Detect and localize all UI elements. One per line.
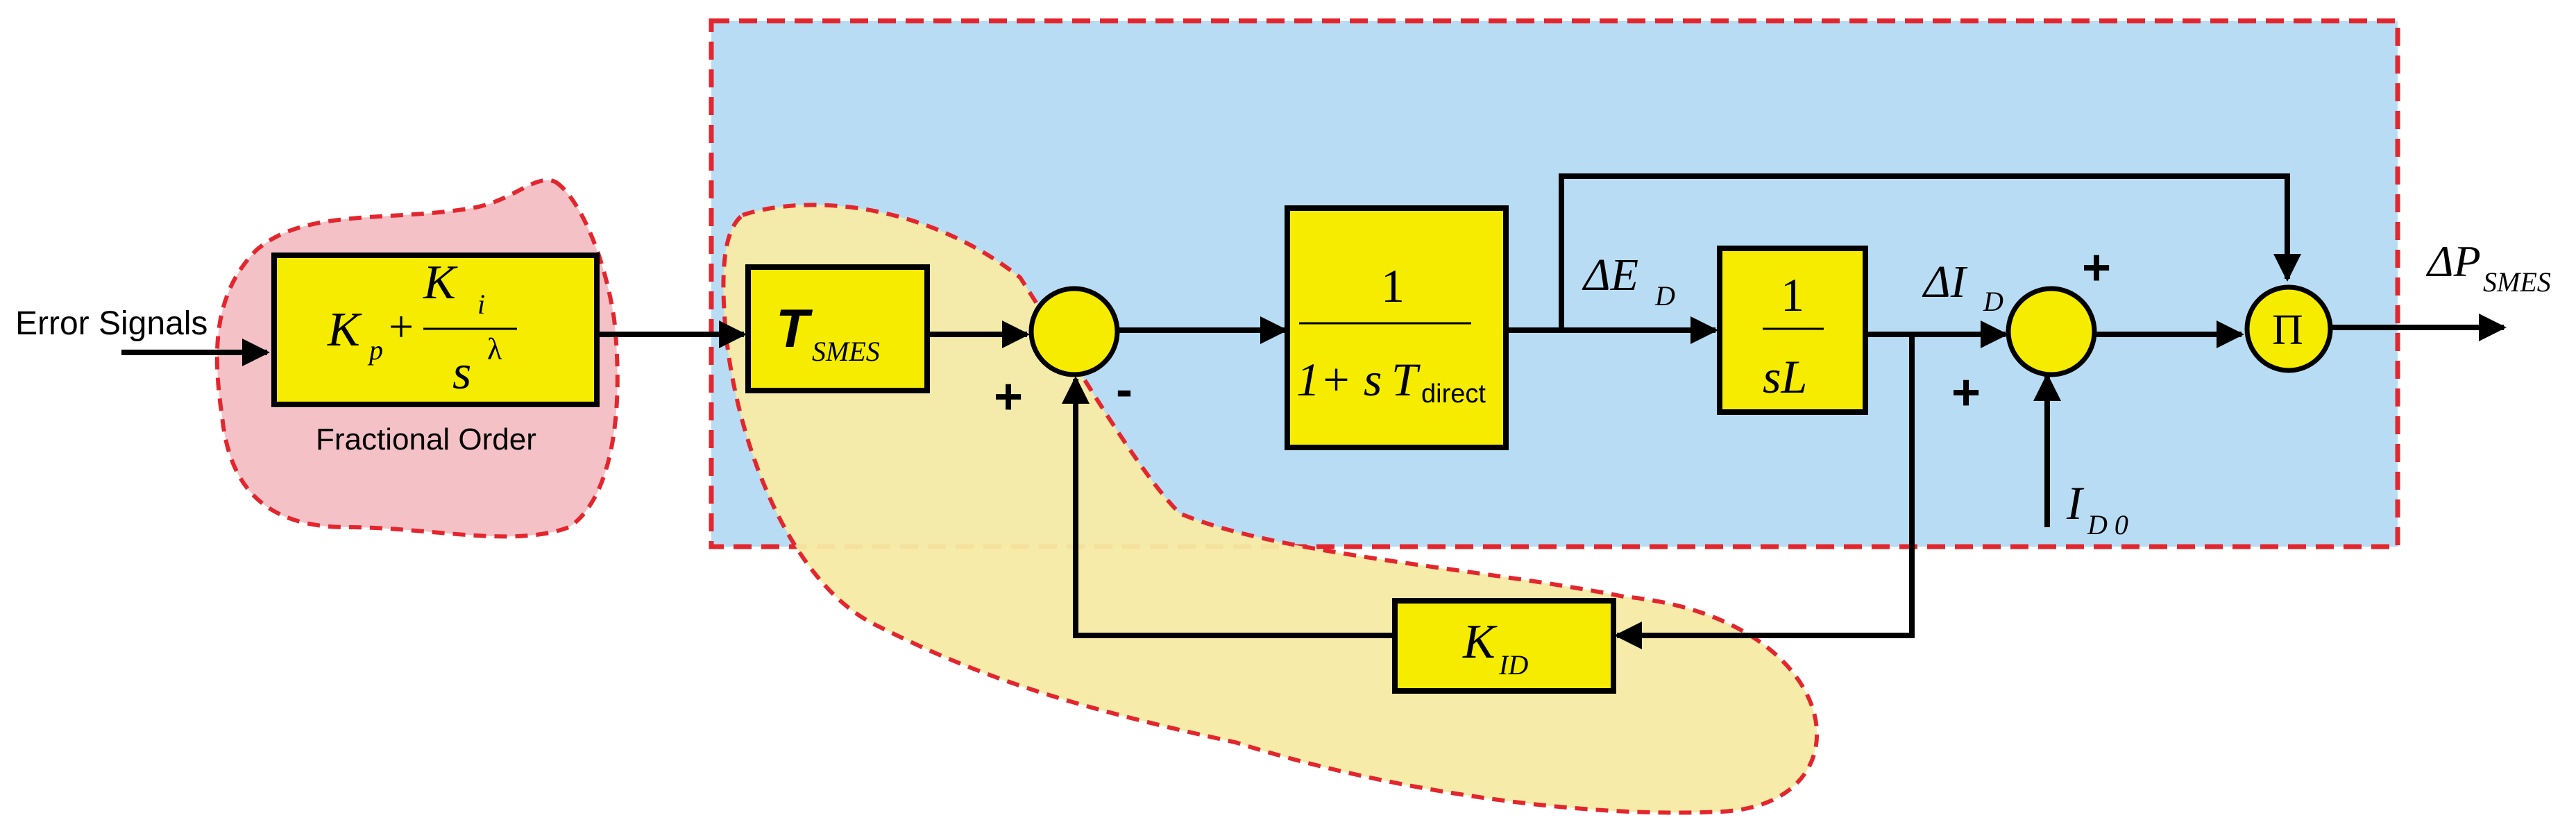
coil-numerator: 1 [1781, 268, 1804, 321]
id0-label: I [2066, 477, 2085, 529]
sum2-bottom-sign: + [1951, 365, 1981, 420]
ki-subscript: i [477, 289, 485, 320]
delta-i-subscript: D [1983, 286, 2003, 317]
converter-den-T: T [1391, 353, 1421, 406]
fractional-order-controller: K p + K i s λ [271, 253, 600, 407]
id0-subscript: D 0 [2087, 509, 2128, 540]
ki-symbol: K [423, 256, 458, 309]
tsmes-symbol: T [776, 298, 813, 359]
tsmes-subscript: SMES [812, 336, 880, 367]
output-label: ΔP [2425, 237, 2481, 286]
controller-plus: + [389, 302, 414, 351]
delta-e-subscript: D [1654, 280, 1675, 311]
converter-den-subscript: direct [1421, 379, 1486, 409]
feedback-symbol: K [1462, 615, 1498, 669]
den-exponent: λ [487, 332, 502, 366]
coil-denominator: sL [1763, 350, 1807, 403]
output-subscript: SMES [2483, 266, 2551, 298]
controller-caption: Fractional Order [316, 422, 536, 456]
sum2-top-sign: + [2082, 240, 2111, 296]
converter-den-prefix: 1+ s [1296, 353, 1382, 406]
signal-wires [121, 173, 2507, 649]
summing-junction-1 [1028, 286, 1120, 377]
input-label: Error Signals [15, 305, 207, 342]
delta-i-label: ΔI [1922, 257, 1968, 307]
feedback-subscript: ID [1498, 649, 1528, 681]
kp-symbol: K [327, 303, 362, 357]
product-symbol: Π [2272, 307, 2303, 354]
den-s: s [452, 346, 471, 400]
tsmes-block: T SMES [745, 264, 930, 393]
product-junction: Π [2244, 284, 2333, 373]
converter-numerator: 1 [1381, 259, 1405, 312]
feedback-gain-block: K ID [1392, 598, 1616, 694]
converter-block: 1 1+ s T direct [1285, 205, 1509, 450]
delta-e-label: ΔE [1582, 250, 1638, 300]
sum1-minus-sign: - [1116, 362, 1133, 418]
sum1-plus-sign: + [994, 369, 1023, 425]
kp-subscript: p [367, 334, 383, 366]
coil-block: 1 sL [1717, 246, 1868, 415]
summing-junction-2 [2006, 286, 2097, 377]
